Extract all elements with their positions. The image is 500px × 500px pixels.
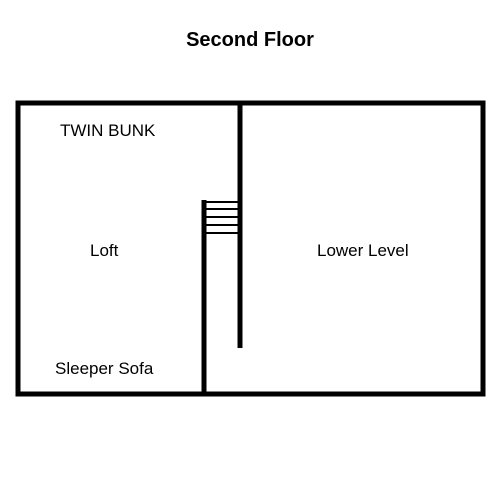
staircase bbox=[204, 201, 240, 234]
room-label-twin-bunk: TWIN BUNK bbox=[60, 121, 156, 140]
room-label-lower-level: Lower Level bbox=[317, 241, 409, 260]
room-label-loft: Loft bbox=[90, 241, 119, 260]
room-label-sleeper-sofa: Sleeper Sofa bbox=[55, 359, 154, 378]
page-title: Second Floor bbox=[186, 29, 314, 51]
outer-wall bbox=[15, 100, 486, 397]
